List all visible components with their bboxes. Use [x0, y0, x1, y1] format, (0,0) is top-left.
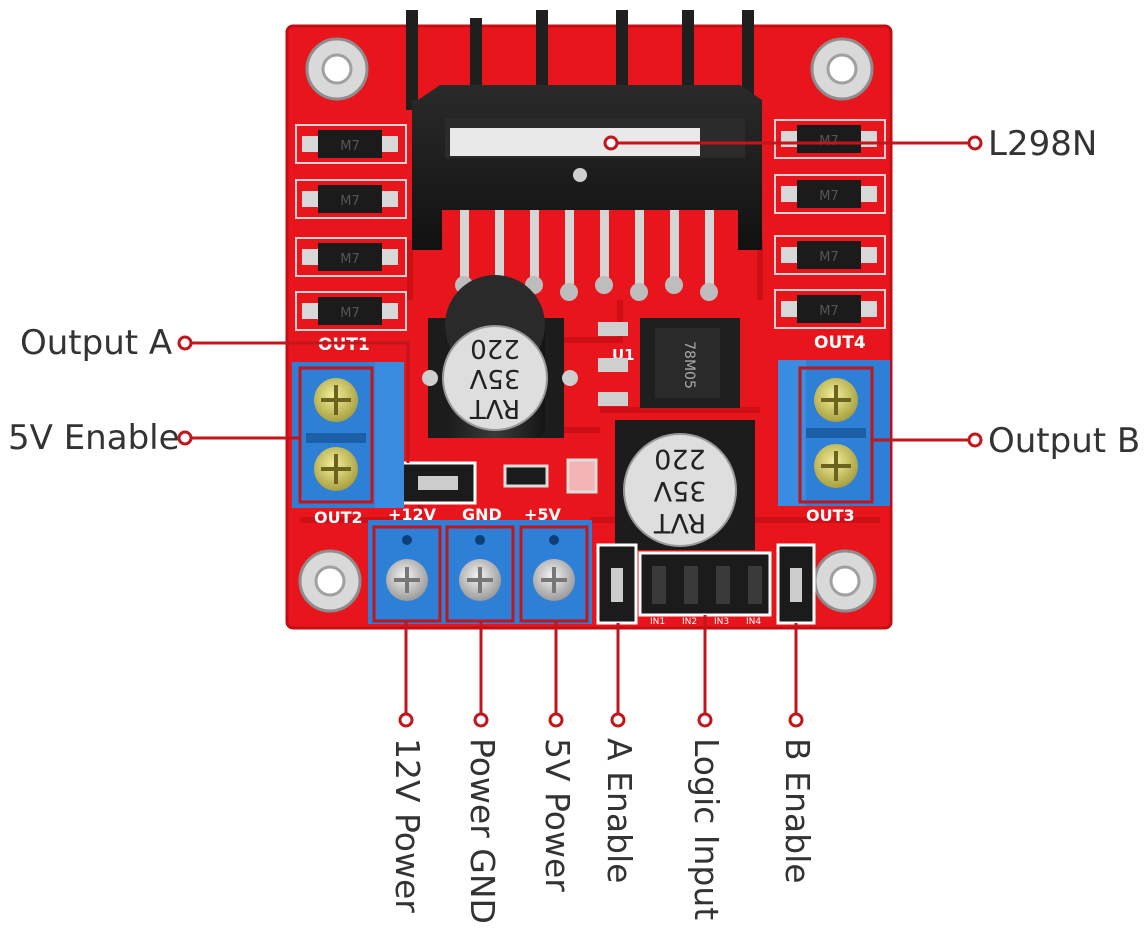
mounting-hole — [298, 549, 362, 613]
capacitor: RVT 35V 220 — [615, 420, 755, 550]
diode-group-right: M7 M7 M7 M7 — [774, 119, 886, 329]
label-b-enable: B Enable — [778, 738, 817, 884]
terminal-output-a — [292, 362, 404, 508]
smd-led — [566, 458, 598, 494]
label-power-gnd: Power GND — [463, 738, 502, 924]
heatsink — [406, 10, 762, 250]
mounting-hole — [810, 37, 874, 101]
capacitor-label-3: 220 — [470, 333, 520, 363]
diode-group-left: M7 M7 M7 M7 — [295, 124, 407, 331]
silk-in2: IN2 — [682, 617, 697, 627]
diode: M7 — [295, 124, 407, 164]
label-l298n: L298N — [988, 124, 1098, 164]
silk-out3: OUT3 — [806, 506, 855, 525]
diode-mark: M7 — [340, 194, 360, 209]
diode-mark: M7 — [340, 139, 360, 154]
capacitor-label-2: 35V — [469, 363, 520, 393]
silk-5v: +5V — [524, 505, 562, 524]
header-logic-input: IN1 IN2 IN3 IN4 — [638, 551, 772, 627]
label-output-a: Output A — [20, 323, 173, 363]
diode: M7 — [295, 179, 407, 219]
diode-mark: M7 — [340, 306, 360, 321]
capacitor-label-1: RVT — [653, 507, 706, 538]
diode: M7 — [774, 174, 886, 214]
terminal-power — [368, 520, 592, 624]
silk-in4: IN4 — [746, 617, 761, 627]
callout-lines — [177, 135, 983, 728]
smd-resistor — [503, 464, 549, 488]
silk-in3: IN3 — [714, 617, 729, 627]
diode-mark: M7 — [819, 250, 839, 265]
silk-12v: +12V — [388, 505, 437, 524]
label-12v-power: 12V Power — [388, 738, 427, 913]
capacitor-label-3: 220 — [654, 443, 706, 474]
silk-in1: IN1 — [650, 617, 665, 627]
silk-gnd: GND — [462, 505, 502, 524]
capacitor-label-1: RVT — [470, 393, 520, 423]
diode-mark: M7 — [819, 189, 839, 204]
terminal-output-b — [778, 360, 890, 506]
mounting-hole — [813, 549, 877, 613]
mounting-hole — [305, 37, 369, 101]
diode: M7 — [774, 289, 886, 329]
silk-out4: OUT4 — [814, 333, 866, 353]
diode: M7 — [295, 237, 407, 277]
label-5v-enable: 5V Enable — [8, 418, 180, 458]
capacitor-label-2: 35V — [653, 475, 706, 506]
regulator-label: 78M05 — [681, 341, 697, 389]
label-5v-power: 5V Power — [538, 738, 577, 892]
label-a-enable: A Enable — [600, 738, 639, 884]
voltage-regulator: 78M05 — [598, 318, 740, 408]
diode-mark: M7 — [819, 304, 839, 319]
label-output-b: Output B — [988, 421, 1141, 461]
capacitor: RVT 35V 220 — [422, 275, 578, 438]
diode: M7 — [295, 291, 407, 331]
jumper-5v-enable — [398, 461, 477, 505]
silk-out2: OUT2 — [314, 508, 363, 527]
diode: M7 — [774, 235, 886, 275]
jumper-b-enable — [776, 543, 816, 625]
label-logic-input: Logic Input — [687, 738, 726, 921]
jumper-a-enable — [596, 543, 638, 625]
diode-mark: M7 — [340, 252, 360, 267]
silk-out1: OUT1 — [318, 335, 370, 355]
